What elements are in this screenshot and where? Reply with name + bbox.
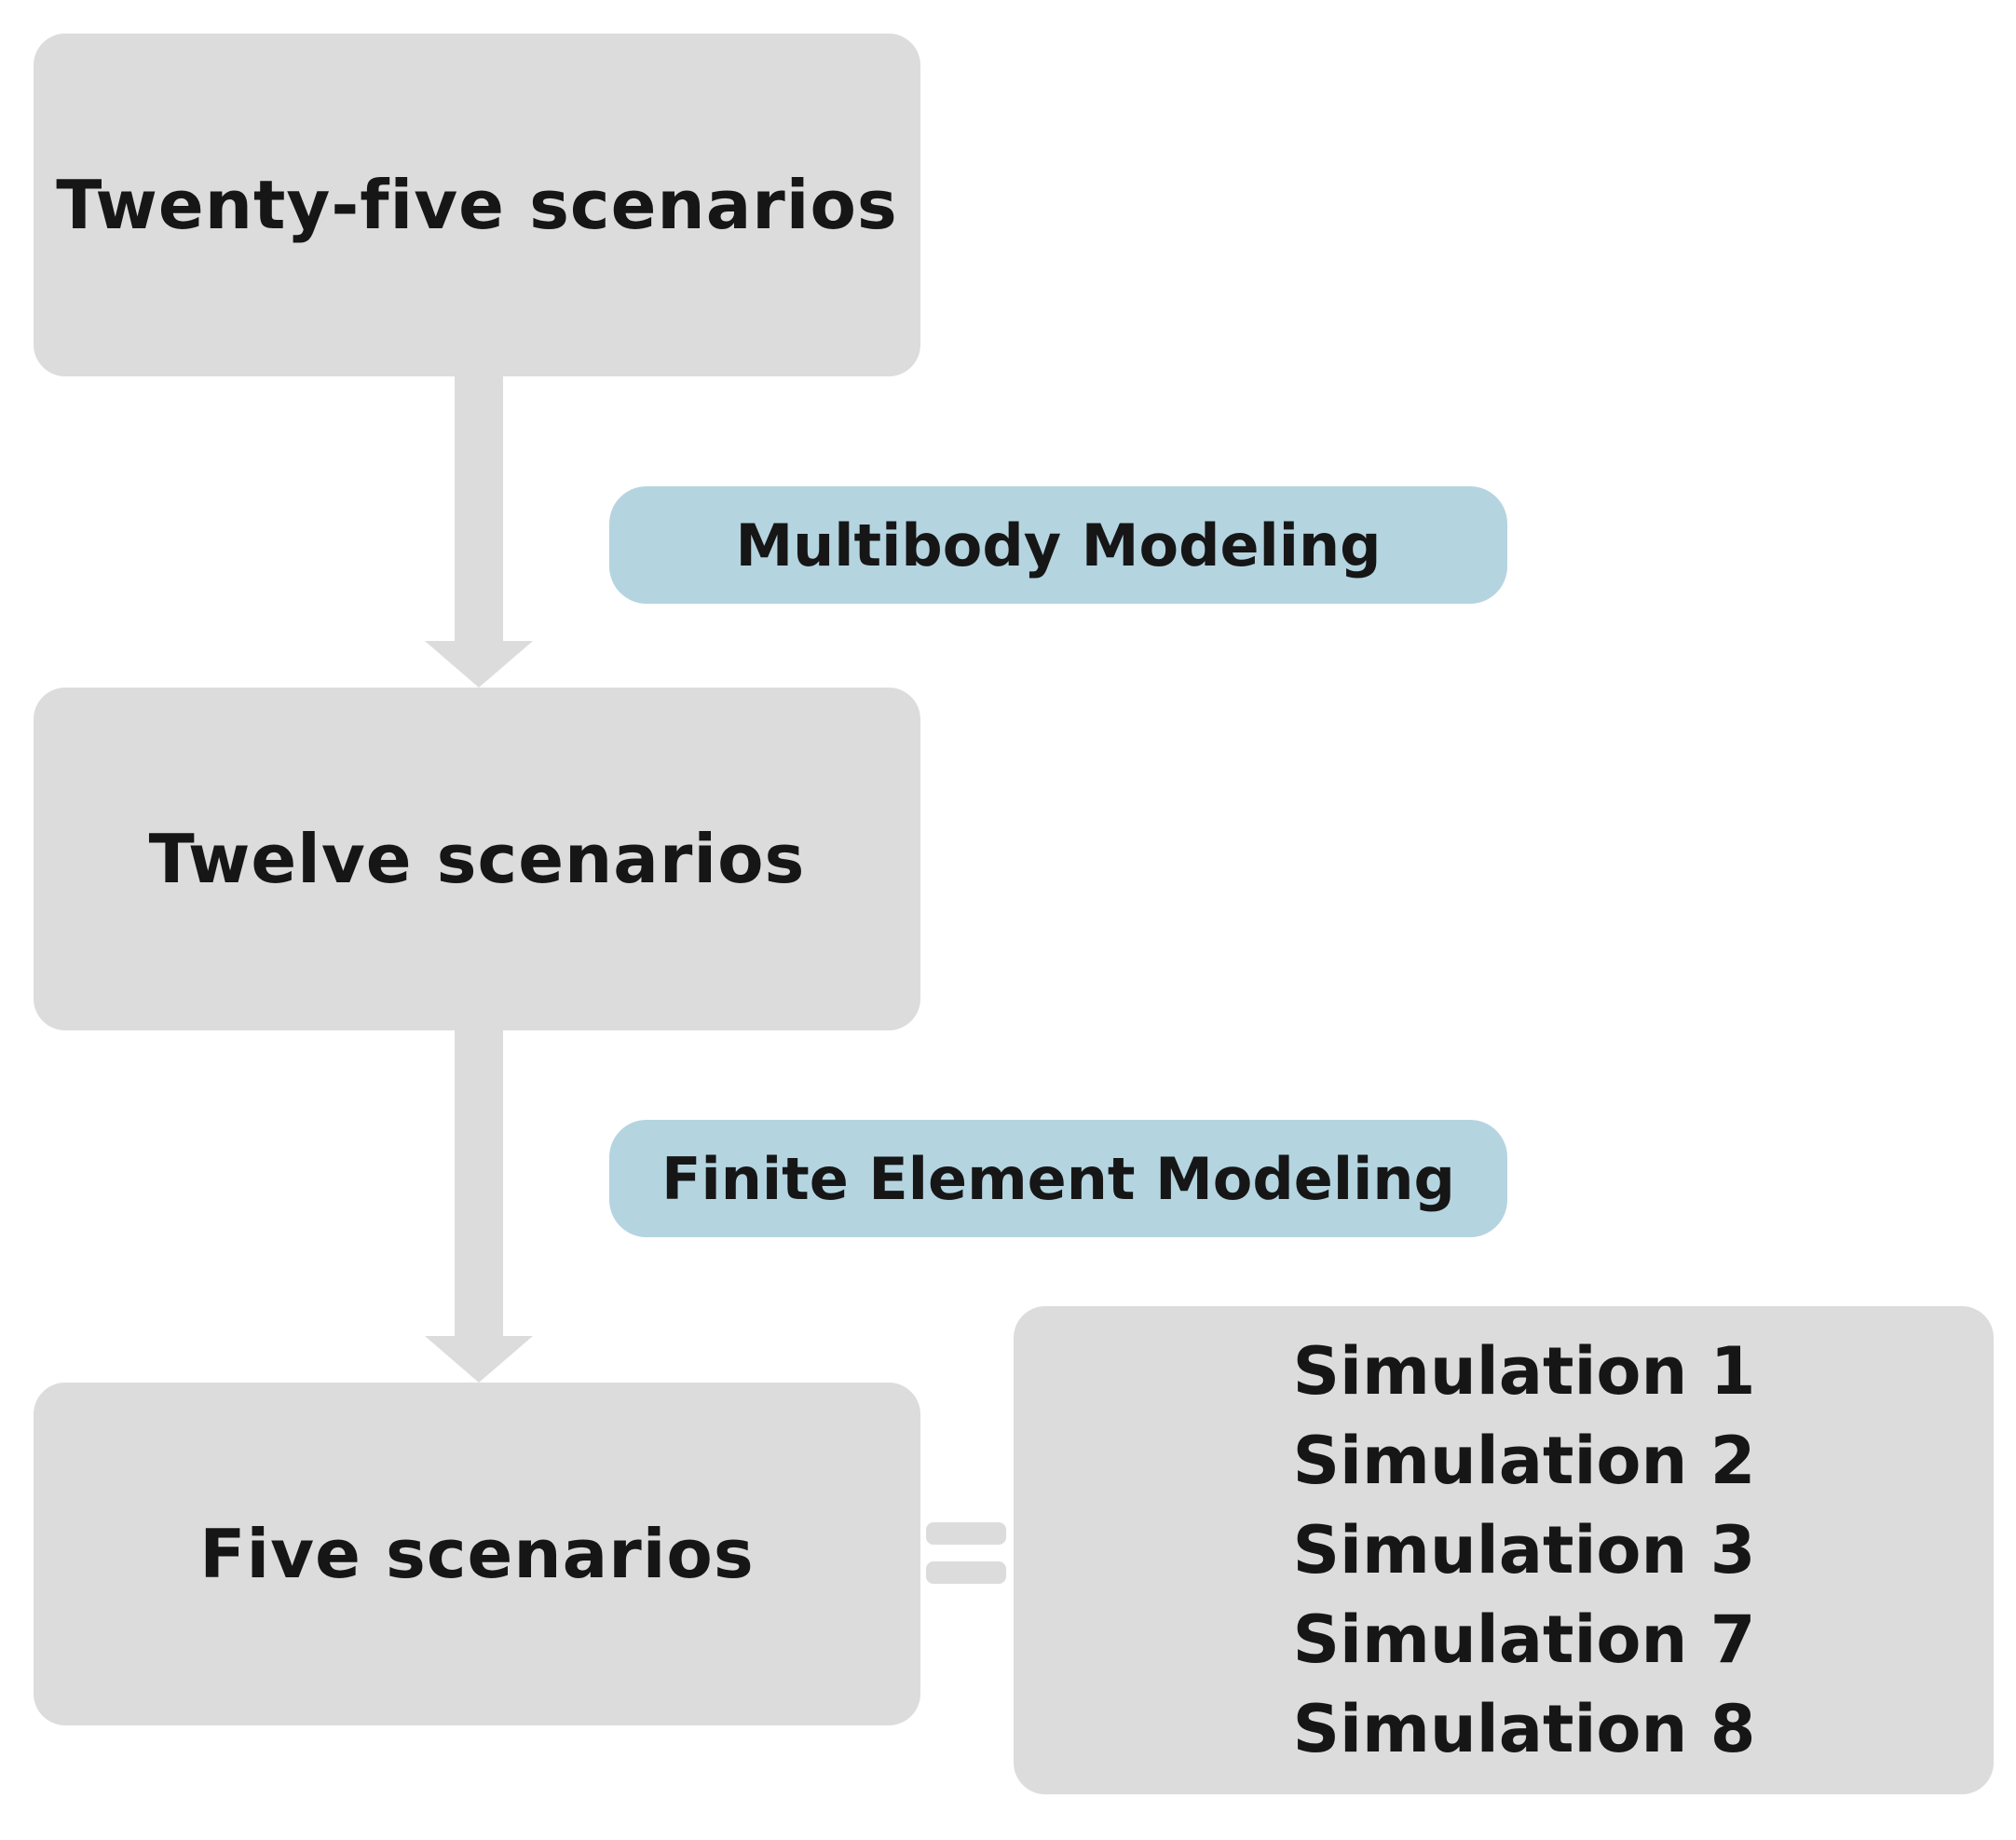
scenario-box-label: Twelve scenarios bbox=[148, 820, 806, 898]
equals-sign-top-bar bbox=[926, 1522, 1006, 1545]
scenario-box-label: Twenty-five scenarios bbox=[56, 166, 898, 244]
flow-arrow-head-2 bbox=[425, 1336, 533, 1383]
simulation-item: Simulation 2 bbox=[1292, 1423, 1756, 1499]
method-label-text: Multibody Modeling bbox=[735, 511, 1382, 579]
scenario-box-five: Five scenarios bbox=[34, 1383, 920, 1725]
method-label-multibody: Multibody Modeling bbox=[609, 486, 1507, 604]
scenario-box-twenty-five: Twenty-five scenarios bbox=[34, 34, 920, 376]
simulation-item: Simulation 3 bbox=[1292, 1512, 1756, 1588]
flow-arrow-shaft-2 bbox=[455, 1030, 503, 1338]
simulation-item: Simulation 7 bbox=[1292, 1601, 1756, 1678]
simulation-item: Simulation 8 bbox=[1292, 1691, 1756, 1767]
scenario-box-label: Five scenarios bbox=[199, 1515, 755, 1593]
simulation-item: Simulation 1 bbox=[1292, 1333, 1756, 1410]
method-label-text: Finite Element Modeling bbox=[661, 1144, 1455, 1213]
method-label-finite-element: Finite Element Modeling bbox=[609, 1120, 1507, 1237]
simulation-list-box: Simulation 1 Simulation 2 Simulation 3 S… bbox=[1014, 1306, 1994, 1794]
flow-arrow-head-1 bbox=[425, 641, 533, 688]
flow-arrow-shaft-1 bbox=[455, 376, 503, 643]
scenario-box-twelve: Twelve scenarios bbox=[34, 688, 920, 1030]
equals-sign-bottom-bar bbox=[926, 1561, 1006, 1584]
